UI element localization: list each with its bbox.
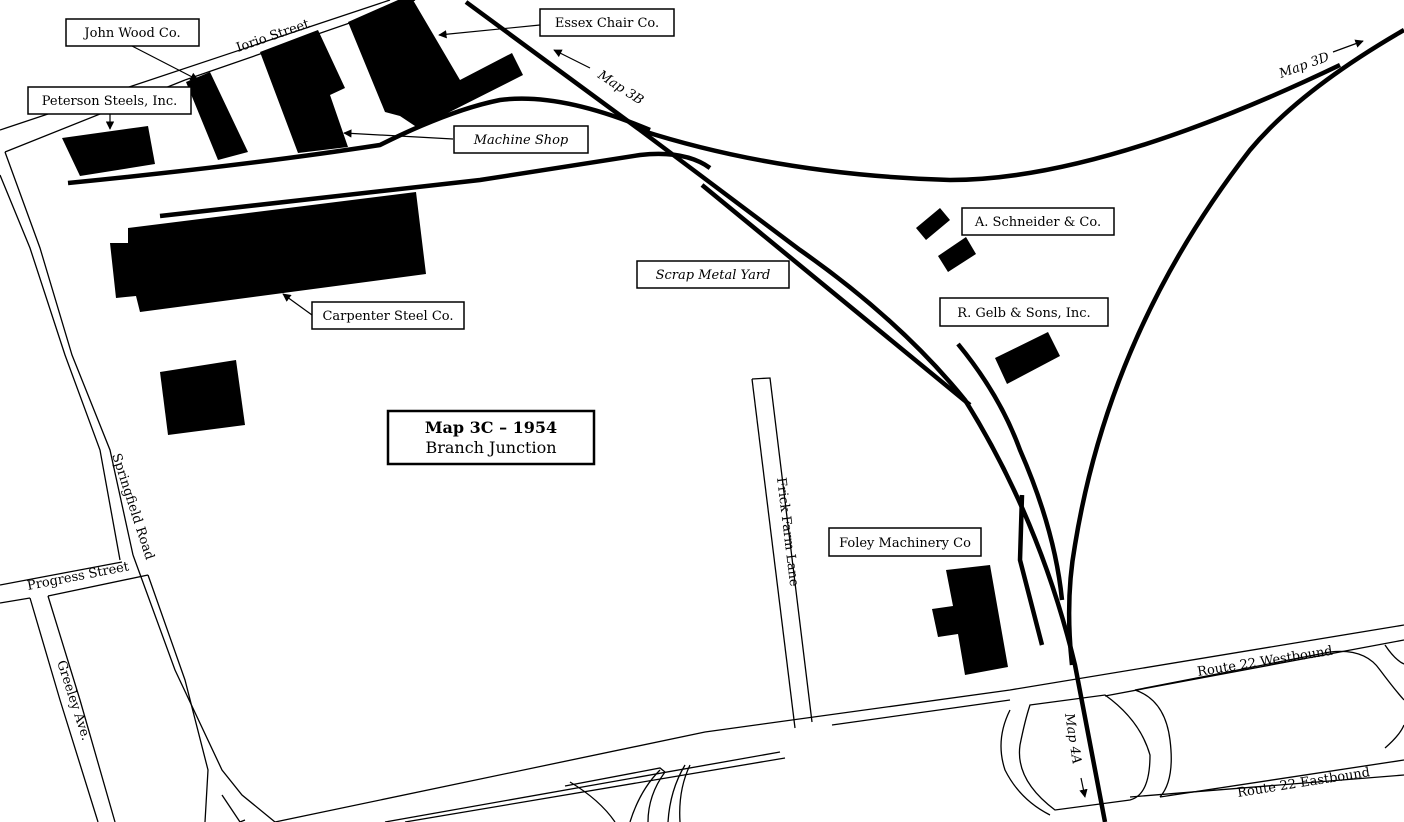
- map-3d-arrow: [1332, 39, 1364, 53]
- map-3b-arrow: [553, 49, 591, 69]
- essex-label: Essex Chair Co.: [539, 8, 675, 37]
- svg-text:Carpenter Steel Co.: Carpenter Steel Co.: [322, 309, 453, 324]
- siding-foley: [1017, 494, 1045, 646]
- schneider-label: A. Schneider & Co.: [961, 207, 1115, 236]
- rail-tracks: [67, 0, 1404, 822]
- progress-street-label: Progress Street: [26, 559, 131, 594]
- route-22-westbound-label: Route 22 Westbound: [1196, 644, 1333, 680]
- frick-farm-lane-label: Frick Farm Lane: [773, 477, 801, 588]
- essex-building: [348, 0, 523, 128]
- schneider-building-2: [938, 237, 976, 272]
- carpenter-building: [110, 192, 426, 312]
- svg-text:Scrap Metal Yard: Scrap Metal Yard: [656, 268, 771, 283]
- svg-text:A. Schneider & Co.: A. Schneider & Co.: [974, 215, 1101, 230]
- peterson-building: [62, 126, 155, 176]
- greeley-ave: [29, 597, 99, 822]
- siding-gelb: [956, 342, 1065, 601]
- curve-to-map3d: [639, 62, 1341, 183]
- map-3d-link[interactable]: Map 3D: [1276, 50, 1332, 82]
- schneider-building-1: [916, 208, 950, 240]
- map-4a-link[interactable]: Map 4A: [1061, 711, 1084, 765]
- foley-label: Foley Machinery Co: [828, 527, 982, 557]
- gelb-building: [995, 332, 1060, 384]
- machine-shop-building: [260, 30, 348, 153]
- frick-farm-lane: [751, 377, 813, 723]
- svg-text:R. Gelb & Sons, Inc.: R. Gelb & Sons, Inc.: [957, 306, 1090, 321]
- small-square-building: [160, 360, 245, 435]
- svg-text:Foley Machinery Co: Foley Machinery Co: [839, 536, 971, 551]
- gelb-label: R. Gelb & Sons, Inc.: [939, 297, 1109, 327]
- springfield-road: [4, 151, 134, 556]
- john-wood-building: [186, 72, 248, 160]
- progress-street: [0, 561, 123, 586]
- company-labels: John Wood Co. Essex Chair Co. Peterson S…: [27, 8, 1115, 557]
- map-title-block: Map 3C – 1954 Branch Junction: [386, 409, 596, 466]
- route-22-eastbound-label: Route 22 Eastbound: [1236, 765, 1371, 801]
- peterson-label: Peterson Steels, Inc.: [27, 86, 192, 115]
- svg-text:John Wood Co.: John Wood Co.: [82, 26, 180, 41]
- siding-scrap: [700, 183, 972, 407]
- map-title: Map 3C – 1954: [425, 418, 557, 437]
- buildings: [62, 0, 1060, 675]
- leader-lines: [105, 24, 541, 316]
- branch-middle: [159, 151, 712, 219]
- greeley-ave-label: Greeley Ave.: [53, 659, 93, 743]
- foley-building: [932, 565, 1008, 675]
- carpenter-label: Carpenter Steel Co.: [311, 301, 465, 330]
- svg-text:Machine Shop: Machine Shop: [473, 133, 569, 148]
- springfield-road-label: Springfield Road: [108, 452, 157, 562]
- svg-text:Essex Chair Co.: Essex Chair Co.: [555, 16, 659, 31]
- east-track: [1066, 28, 1404, 666]
- machine-shop-label: Machine Shop: [453, 125, 589, 154]
- john-wood-label: John Wood Co.: [65, 18, 200, 47]
- scrap-metal-label: Scrap Metal Yard: [636, 260, 790, 289]
- svg-text:Peterson Steels, Inc.: Peterson Steels, Inc.: [42, 94, 178, 109]
- map-subtitle: Branch Junction: [425, 438, 556, 457]
- map-4a-arrow: [1079, 777, 1088, 798]
